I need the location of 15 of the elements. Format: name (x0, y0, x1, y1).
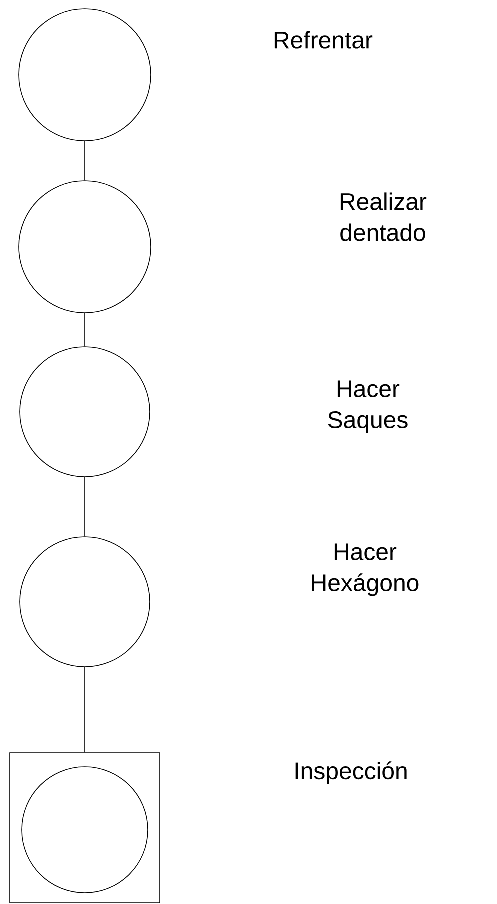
process-circle (22, 766, 148, 894)
step-label: Hacer Saques (328, 380, 408, 434)
inspection-box (10, 752, 160, 904)
step-label: Refrentar (274, 31, 373, 49)
step-label: Inspección (296, 762, 407, 784)
process-circle (20, 536, 150, 668)
process-circle (20, 346, 150, 478)
connector-line (84, 667, 86, 753)
process-circle (18, 180, 152, 314)
connector-line (84, 477, 86, 537)
step-label: Hacer Hexágono (312, 544, 419, 596)
connector-line (84, 141, 86, 182)
process-circle (18, 8, 152, 142)
connector-line (84, 313, 86, 347)
step-label: Realizar dentado (340, 192, 427, 242)
